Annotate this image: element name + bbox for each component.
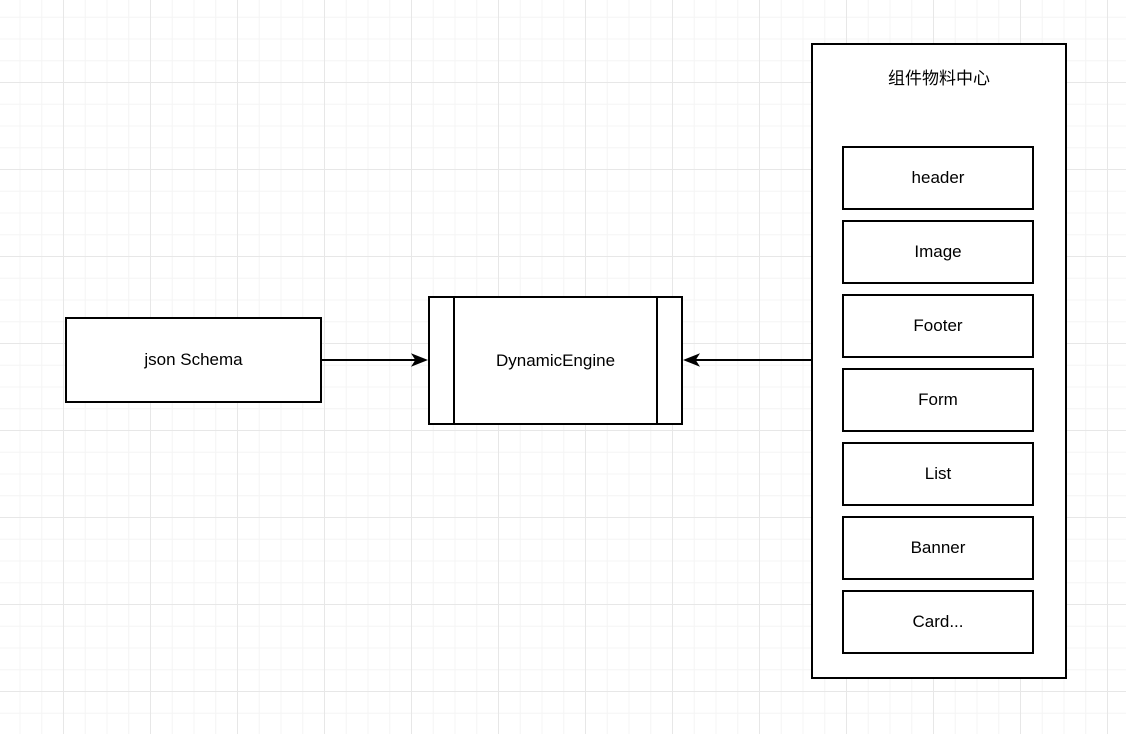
component-item-label: List: [924, 464, 952, 483]
component-item-label: Image: [914, 242, 962, 261]
material-center-title: 组件物料中心: [888, 69, 990, 88]
edge-json-schema-to-dynamic-engine[interactable]: [322, 353, 428, 367]
component-item-form[interactable]: Form: [842, 368, 1034, 432]
component-item-header[interactable]: header: [842, 146, 1034, 210]
node-json-schema-label: json Schema: [144, 350, 243, 369]
arrowhead-left-icon: [683, 353, 700, 367]
component-item-label: Card...: [912, 612, 964, 631]
component-item-label: Footer: [913, 316, 963, 335]
component-item-label: Banner: [910, 538, 966, 557]
node-dynamic-engine[interactable]: DynamicEngine: [428, 296, 683, 425]
component-item-image[interactable]: Image: [842, 220, 1034, 284]
component-item-card[interactable]: Card...: [842, 590, 1034, 654]
component-item-footer[interactable]: Footer: [842, 294, 1034, 358]
component-item-label: header: [911, 168, 965, 187]
node-dynamic-engine-label: DynamicEngine: [495, 350, 616, 370]
material-center-item-list: header Image Footer Form List Banner Car…: [842, 146, 1034, 654]
arrowhead-right-icon: [411, 353, 428, 367]
component-item-banner[interactable]: Banner: [842, 516, 1034, 580]
process-bar-right: [656, 298, 658, 423]
component-item-list[interactable]: List: [842, 442, 1034, 506]
component-item-label: Form: [918, 390, 958, 409]
node-material-center[interactable]: 组件物料中心 header Image Footer Form List Ban…: [811, 43, 1067, 679]
node-json-schema[interactable]: json Schema: [65, 317, 322, 403]
edge-material-center-to-dynamic-engine[interactable]: [683, 353, 812, 367]
process-bar-left: [453, 298, 455, 423]
